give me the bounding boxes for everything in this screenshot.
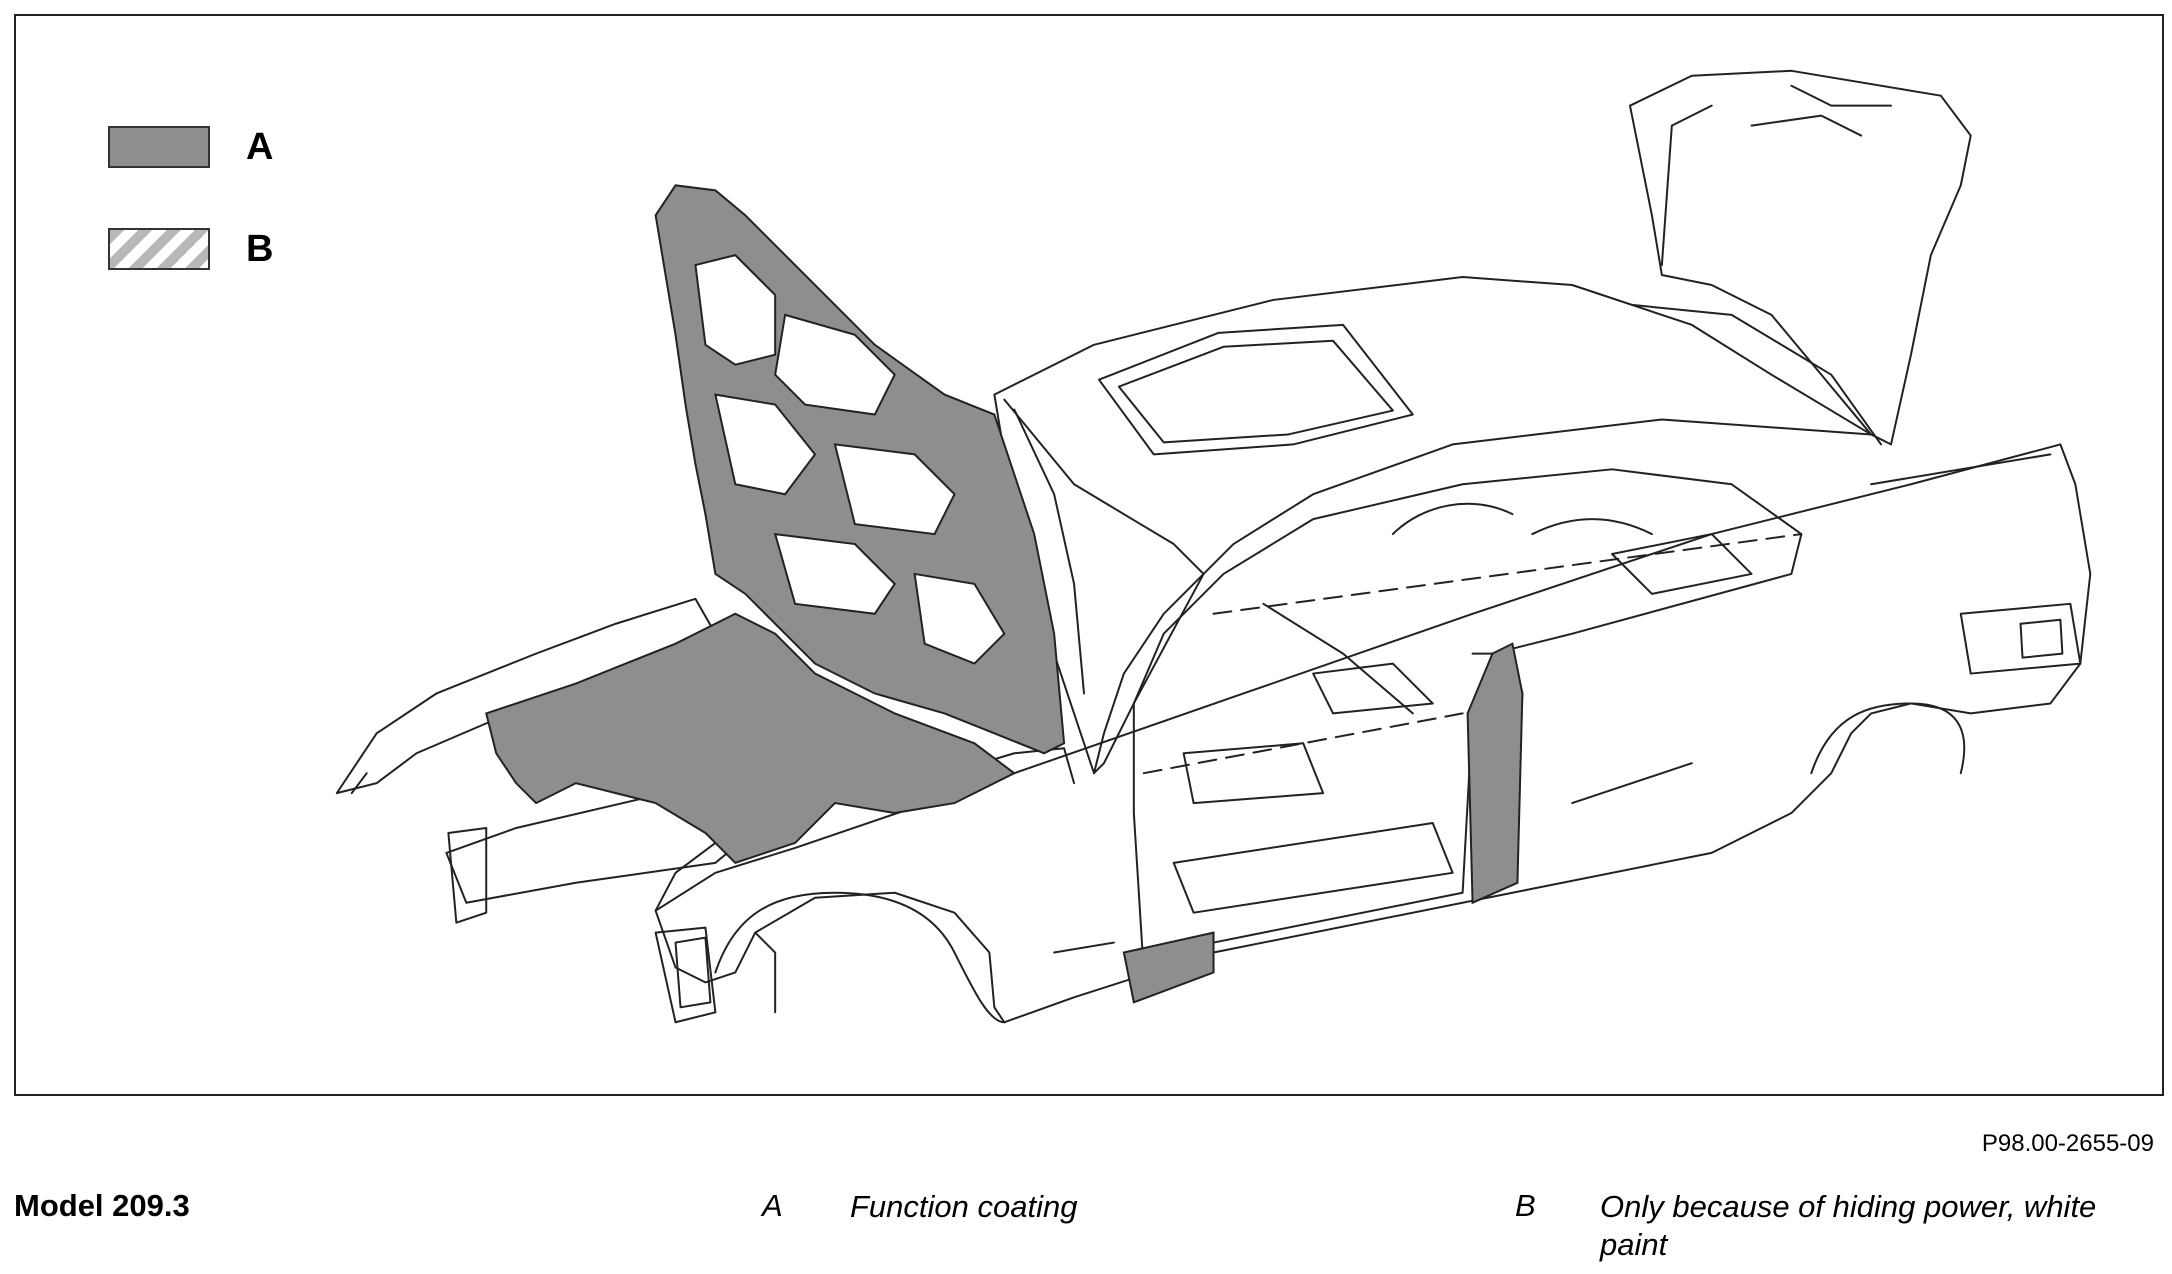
coating-a-engine-bay bbox=[485, 612, 1017, 864]
sunroof-inner bbox=[1117, 339, 1394, 444]
legend-swatch-b bbox=[108, 228, 210, 270]
key-a-text: Function coating bbox=[850, 1189, 1078, 1224]
a-pillar bbox=[1003, 398, 1205, 775]
legend-letter-a: A bbox=[246, 125, 274, 168]
body-side-outline bbox=[654, 443, 2092, 1024]
legend-swatch-a bbox=[108, 126, 210, 168]
sunroof bbox=[1097, 323, 1414, 456]
roof-outline bbox=[993, 276, 1873, 775]
car-body-drawing bbox=[335, 69, 2092, 1024]
legend-letter-b: B bbox=[246, 227, 274, 270]
key-a-letter: A bbox=[762, 1188, 783, 1223]
legend: A B bbox=[108, 124, 273, 328]
coating-a-b-pillar bbox=[1466, 642, 1524, 905]
figure-frame: A B bbox=[14, 14, 2164, 1096]
trunk-lid bbox=[1628, 69, 1972, 446]
figure-id: P98.00-2655-09 bbox=[1981, 1130, 2154, 1157]
caption-model: Model 209.3 bbox=[14, 1188, 190, 1223]
key-b-text: Only because of hiding power, white pain… bbox=[1600, 1189, 2097, 1262]
coating-a-a-pillar-base bbox=[1122, 931, 1215, 1004]
key-b-letter: B bbox=[1515, 1188, 1536, 1223]
legend-item-a: A bbox=[108, 124, 273, 170]
legend-item-b: B bbox=[108, 226, 273, 272]
